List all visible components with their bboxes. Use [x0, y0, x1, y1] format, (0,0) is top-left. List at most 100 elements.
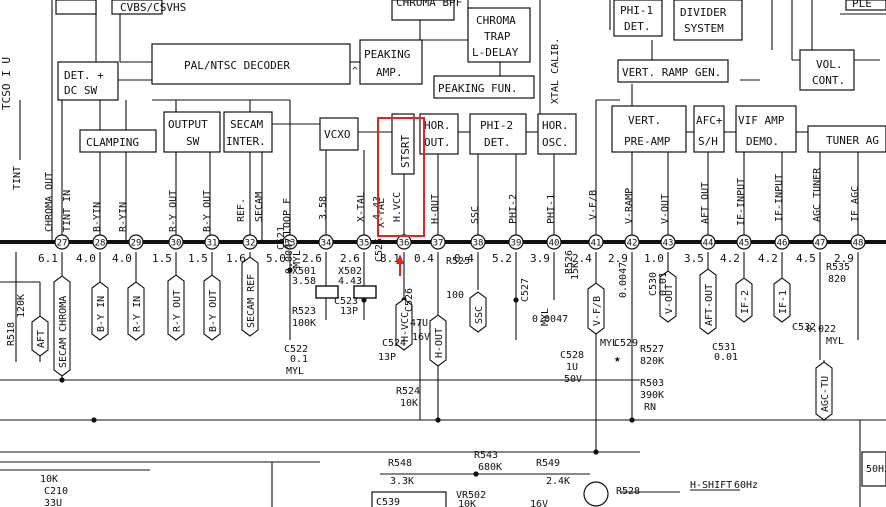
ag-block: [861, 451, 886, 487]
secam-inter-line1: SECAM: [230, 118, 263, 131]
component-label: R535: [826, 262, 850, 273]
peaking-amp-line1: PEAKING: [364, 48, 410, 61]
connector-label: V-OUT: [664, 284, 675, 314]
pin-number: 39: [511, 239, 522, 249]
component-label: C528: [560, 350, 584, 361]
xtal-calib-label: XTAL CALIB.: [550, 38, 561, 104]
pin-voltage: 5.2: [492, 252, 512, 265]
component-label: 820: [828, 274, 846, 285]
pin-label: V-OUT: [660, 194, 671, 224]
component-label: MYL: [826, 336, 844, 347]
component-label: 680K: [478, 462, 502, 473]
ple-label: PLE: [852, 0, 872, 10]
pin-label: SECAM: [254, 192, 265, 222]
connector-tag: [31, 315, 49, 357]
pin-label: 3.58: [318, 196, 329, 220]
component-label: 4.43: [338, 276, 362, 287]
connector-tag: [815, 361, 833, 421]
pin-voltage: 0.4: [414, 252, 434, 265]
pin-number: 44: [703, 239, 714, 249]
component-label: R528: [616, 486, 640, 497]
pin-circle: [356, 234, 372, 250]
pin-voltage: 1.5: [188, 252, 208, 265]
pin-label: IF-INPUT: [774, 174, 785, 222]
connector-tag: [53, 275, 71, 377]
component-label: 0.022: [806, 324, 836, 335]
pin-circle: [850, 234, 866, 250]
secam-inter-line2: INTER.: [226, 135, 266, 148]
vol-cont-line2: CONT.: [812, 74, 845, 87]
pin-voltage: 6.1: [38, 252, 58, 265]
pin-voltage: 4.0: [112, 252, 132, 265]
connector-label: AFT: [36, 330, 47, 348]
phi1-det-block: [613, 0, 663, 37]
pin-number: 33: [285, 239, 296, 249]
component-label: 390K: [640, 390, 664, 401]
pin-voltage: 4.2: [720, 252, 740, 265]
secam-inter-block: [223, 111, 273, 153]
connector-label: SSC: [474, 306, 485, 324]
component-label: 16V: [412, 332, 430, 343]
start-block: [391, 113, 415, 175]
component-label: 10K: [400, 398, 418, 409]
component-label: 50V: [564, 374, 582, 385]
component-label: 0.0047: [618, 262, 629, 298]
hor-osc-line2: OSC.: [542, 136, 569, 149]
pin-voltage: 4.5: [796, 252, 816, 265]
svg-text:★: ★: [614, 352, 621, 365]
hor-osc-block: [537, 113, 577, 155]
pin-label: REF.: [236, 198, 247, 222]
connector-label: H-OUT: [434, 328, 445, 358]
pin-number: 45: [739, 239, 750, 249]
component-label: 10K: [458, 499, 476, 507]
vol-cont-line1: VOL.: [816, 58, 843, 71]
pin-label: LOOP F: [282, 198, 293, 234]
component-label: C529: [614, 338, 638, 349]
pin-number: 29: [131, 239, 142, 249]
pin-circle: [736, 234, 752, 250]
component-label: 0.01: [658, 272, 669, 296]
pin-label: TINT IN: [62, 190, 73, 232]
component-label: C532: [792, 322, 816, 333]
phi2-det-line1: PHI-2: [480, 119, 513, 132]
component-label: C530: [648, 272, 659, 296]
pin-voltage: 2.6: [302, 252, 322, 265]
pal-ntsc-decoder-block: [151, 43, 351, 85]
connector-tag: [735, 277, 753, 323]
pin-label: X-TAL: [356, 192, 367, 222]
vert-ramp-label: VERT. RAMP GEN.: [622, 66, 721, 79]
pin-label: V-RAMP: [624, 188, 635, 224]
pin-circle: [660, 234, 676, 250]
connector-label: V-F/B: [592, 296, 603, 326]
connector-tag: [91, 281, 109, 341]
connector-tag: [469, 291, 487, 333]
vert-preamp-block: [611, 105, 687, 153]
connector-label: AFT-OUT: [704, 284, 715, 326]
blocks: [55, 0, 886, 507]
component-label: C526: [404, 288, 415, 312]
peaking-amp-line2: AMP.: [376, 66, 403, 79]
vif-amp-line2: DEMO.: [746, 135, 779, 148]
phi2-det-block: [469, 113, 527, 155]
pin-voltage: 1.6: [226, 252, 246, 265]
vif-amp-line1: VIF AMP: [738, 114, 785, 127]
pin-circle: [546, 234, 562, 250]
component-label: 13P: [378, 352, 396, 363]
component-label: R525: [446, 256, 470, 267]
divider-line2: SYSTEM: [684, 22, 724, 35]
pin-voltage: 2.6: [340, 252, 360, 265]
output-sw-line2: SW: [186, 135, 200, 148]
peaking-fun-label: PEAKING FUN.: [438, 82, 517, 95]
pin-voltage: 1.5: [152, 252, 172, 265]
pin-voltage: 2.9: [834, 252, 854, 265]
pin-voltage: 1.0: [644, 252, 664, 265]
hor-out-line1: HOR.: [424, 119, 451, 132]
connector-label: IF-2: [740, 290, 751, 314]
component-label: 0.01: [714, 352, 738, 363]
pin-circle: [508, 234, 524, 250]
pin-voltage: 8.1: [380, 252, 400, 265]
pin-number: 47: [815, 239, 826, 249]
connector-tag: [587, 282, 605, 335]
pin-label: PHI-1: [546, 194, 557, 224]
